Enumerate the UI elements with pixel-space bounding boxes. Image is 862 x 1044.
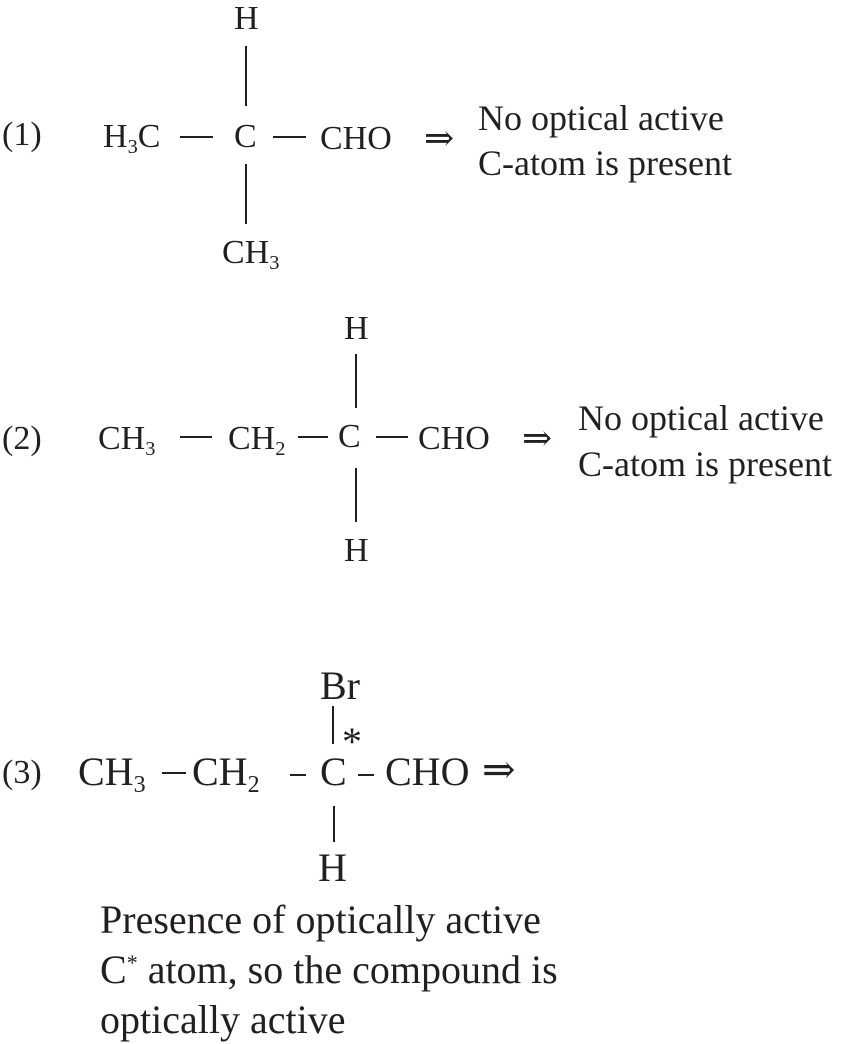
compound-1-h3c-group: H3C bbox=[103, 118, 161, 158]
compound-1-bottom-bond bbox=[245, 164, 247, 224]
compound-3-arrow: ⇒ bbox=[482, 747, 516, 792]
compound-2-note-line-1: No optical active bbox=[578, 398, 824, 438]
compound-3-top-br: Br bbox=[320, 663, 360, 708]
compound-3-bond-2 bbox=[290, 774, 306, 776]
compound-1-label: (1) bbox=[2, 116, 42, 153]
compound-1-left-bond bbox=[180, 136, 213, 138]
ch3-sub: 3 bbox=[145, 438, 156, 461]
compound-1-arrow: ⇒ bbox=[424, 118, 455, 158]
compound-1-top-bond bbox=[245, 46, 247, 106]
h3c-tail: C bbox=[137, 118, 161, 155]
ch3-sub: 3 bbox=[269, 252, 280, 275]
compound-1-center-carbon: C bbox=[234, 118, 257, 155]
ch2-sub: 2 bbox=[247, 772, 260, 799]
h3c-sub: 3 bbox=[127, 136, 138, 159]
compound-1-cho: CHO bbox=[320, 120, 392, 157]
compound-1-top-h: H bbox=[234, 0, 259, 37]
compound-1-bottom-ch3: CH3 bbox=[222, 234, 279, 274]
compound-3-note-line-3: optically active bbox=[100, 997, 346, 1042]
compound-2-bottom-h: H bbox=[344, 532, 369, 569]
compound-2-ch3-group: CH3 bbox=[98, 420, 155, 460]
compound-3-label: (3) bbox=[2, 754, 42, 791]
note-line-2-rest: atom, so the compound is bbox=[137, 947, 558, 992]
compound-2-top-bond bbox=[355, 354, 357, 408]
compound-2-bond-1 bbox=[180, 436, 212, 438]
compound-2-top-h: H bbox=[344, 310, 369, 347]
ch2-main: CH bbox=[228, 420, 276, 457]
compound-2-bottom-bond bbox=[355, 468, 357, 522]
ch3-main: CH bbox=[98, 420, 146, 457]
compound-2-arrow: ⇒ bbox=[522, 418, 553, 458]
compound-3-top-bond bbox=[332, 706, 334, 744]
compound-1-note-line-1: No optical active bbox=[478, 98, 724, 138]
ch2-main: CH bbox=[192, 749, 248, 794]
compound-2-ch2-group: CH2 bbox=[228, 420, 285, 460]
compound-3-note-line-2: C* atom, so the compound is bbox=[100, 950, 558, 990]
compound-1-right-bond bbox=[273, 136, 306, 138]
compound-3-bottom-h: H bbox=[318, 845, 347, 890]
compound-3-ch3-group: CH3 bbox=[78, 749, 146, 798]
c-star-main: C bbox=[100, 947, 127, 992]
ch3-sub: 3 bbox=[133, 772, 146, 799]
compound-2-note-line-2: C-atom is present bbox=[578, 444, 832, 484]
compound-2-bond-3 bbox=[376, 436, 408, 438]
h3c-main: H bbox=[103, 118, 128, 155]
compound-1-note-line-2: C-atom is present bbox=[478, 143, 732, 183]
compound-3-note-line-1: Presence of optically active bbox=[100, 897, 541, 942]
compound-2-center-carbon: C bbox=[338, 418, 361, 455]
compound-3-bottom-bond bbox=[333, 806, 335, 842]
compound-2-bond-2 bbox=[298, 436, 328, 438]
ch3-main: CH bbox=[222, 234, 270, 271]
compound-3-center-carbon: C bbox=[320, 749, 347, 794]
compound-3-bond-3 bbox=[358, 774, 374, 776]
compound-3-cho: CHO bbox=[385, 749, 470, 794]
compound-3-ch2-group: CH2 bbox=[192, 749, 260, 798]
ch2-sub: 2 bbox=[275, 438, 286, 461]
compound-2-label: (2) bbox=[2, 420, 42, 457]
ch3-main: CH bbox=[78, 749, 134, 794]
compound-3-asterisk: * bbox=[342, 719, 362, 764]
compound-3-bond-1 bbox=[162, 772, 186, 774]
compound-2-cho: CHO bbox=[418, 420, 490, 457]
c-star-sup: * bbox=[126, 949, 138, 975]
